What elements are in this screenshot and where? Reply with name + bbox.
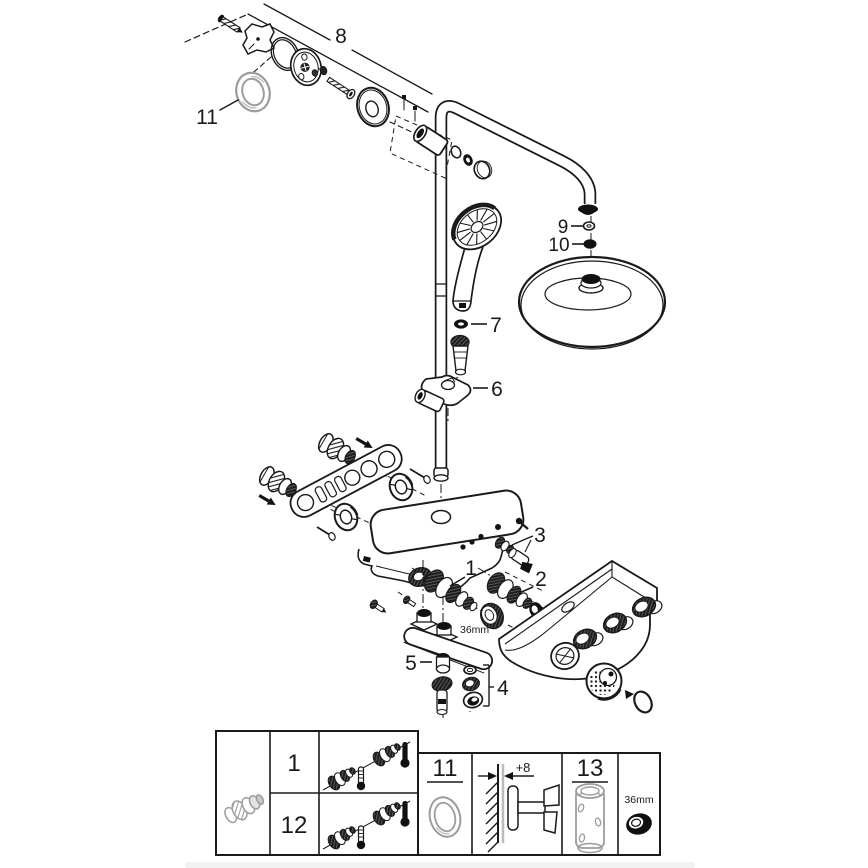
union-nut-icon [333, 502, 359, 532]
cartridge-group: 1 2 36mm [411, 557, 557, 636]
seal-kit-4-icon [462, 665, 484, 709]
diverter-3b-icon [508, 548, 533, 574]
flange-screw-icon [326, 76, 356, 100]
bottom-bracket-group: 5 4 [369, 560, 509, 718]
callout-10-label: 10 [548, 235, 569, 256]
plate-screw-icon [515, 517, 529, 530]
decor-ring-11-icon [235, 71, 271, 113]
hand-shower-face-icon [450, 202, 502, 251]
set-screw-dots-icon [402, 95, 417, 122]
shell-knob-icon [572, 628, 604, 650]
pipe-clamp-icon [413, 124, 449, 156]
arrow-screw-icon [258, 494, 276, 505]
mounting-screw-icon [217, 14, 243, 33]
legend-row1-icons [322, 738, 411, 793]
callout-9-label: 9 [558, 217, 569, 238]
legend-holder-symbol [507, 783, 560, 834]
thermostat-cartridge-1-icon [424, 569, 478, 612]
nut-size-label: 36mm [460, 624, 489, 636]
clamp-seals-icon [450, 145, 493, 180]
small-bolt-icon [402, 595, 417, 608]
escutcheon-icon [356, 86, 390, 128]
page-edge-shadow [185, 862, 695, 868]
mounting-bar-icon [289, 444, 403, 518]
eccentric-union-icon [258, 466, 297, 498]
legend-row2-ref: 12 [281, 812, 308, 839]
legend-row1-ref: 1 [287, 750, 300, 777]
small-bolt-icon [369, 599, 387, 613]
legend-ring-ref: 11 [433, 755, 458, 782]
washer-10-icon [583, 239, 597, 249]
callout-1-label: 1 [465, 557, 477, 580]
wall-union-group: 8 11 [184, 3, 433, 135]
hand-shower-group: 7 6 [414, 202, 503, 422]
star-gasket-icon [242, 23, 276, 55]
edge-buttons-icon [460, 524, 501, 550]
legend-ring-image [428, 796, 462, 838]
nut-36mm-icon [480, 602, 504, 630]
legend-row2-icons [322, 797, 411, 852]
thin-screw-icon [409, 468, 431, 484]
legend-part-image [224, 794, 265, 824]
legend-nut-image [626, 813, 652, 835]
callout-3-label: 3 [534, 524, 546, 547]
legend-offset-label: +8 [516, 760, 531, 775]
rain-shower-head-icon [517, 255, 667, 350]
head-shower-group: 9 10 [517, 204, 667, 350]
legend-wall-diagram: +8 [478, 760, 560, 853]
shell-knob-icon [631, 596, 663, 618]
part3-group: 3 [494, 524, 546, 574]
oval-ring-icon [633, 690, 653, 714]
assembly-arrow-icon [625, 690, 634, 699]
callout-6-label: 6 [491, 378, 503, 401]
shell-opening-icon [550, 641, 580, 671]
callout-5-label: 5 [405, 652, 417, 675]
hose-nut-icon [450, 334, 470, 376]
hand-shower-holder-icon [414, 374, 472, 413]
legend-table: 1 12 11 +8 [215, 730, 661, 856]
wall-flange-icon [289, 47, 328, 87]
callout-2-label: 2 [535, 568, 547, 591]
shell-knob-icon [602, 612, 634, 634]
hand-shower-handle [452, 243, 484, 312]
cartridge-2-icon [486, 572, 533, 609]
washer-9-icon [582, 221, 596, 231]
legend-sleeve-image [575, 783, 605, 854]
cover-shell-group [498, 559, 663, 714]
adapter-5-icon [435, 653, 451, 674]
callout-4-label: 4 [497, 677, 509, 700]
plate-hole [430, 509, 452, 525]
knurled-knob-stem-icon [431, 676, 453, 716]
callout-7-label: 7 [490, 314, 502, 337]
legend-sleeve-ref: 13 [577, 755, 604, 782]
callout-11-label: 11 [196, 106, 218, 129]
inlet-stub-icon [409, 609, 439, 631]
union-nut-icon [388, 472, 414, 502]
arrow-screw-icon [355, 437, 373, 448]
thin-screw-icon [316, 526, 336, 541]
legend-nut-size-label: 36mm [624, 794, 653, 806]
volume-knob-icon [585, 662, 623, 701]
eccentric-union-icon [317, 433, 356, 465]
mounting-bar-group [258, 433, 431, 541]
callout-8-label: 8 [335, 25, 347, 48]
